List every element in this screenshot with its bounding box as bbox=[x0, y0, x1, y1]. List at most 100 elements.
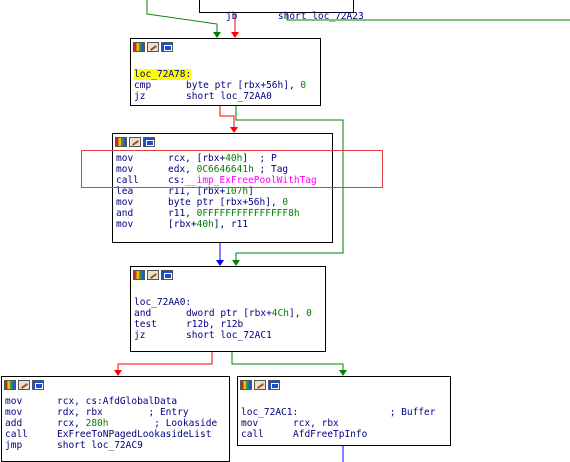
immediate: 0C6646641h bbox=[196, 164, 254, 175]
instruction-row[interactable]: mov [rbx+40h], r11 bbox=[116, 219, 248, 230]
mnemonic: mov bbox=[116, 197, 134, 208]
edge-d-f-green bbox=[231, 352, 344, 374]
instruction-row[interactable]: jz short loc_72AC1 bbox=[134, 330, 272, 341]
arrowhead-red bbox=[231, 32, 239, 38]
immediate: 4Ch bbox=[271, 308, 289, 319]
edit-node-icon[interactable] bbox=[18, 380, 30, 390]
immediate: 0 bbox=[306, 308, 312, 319]
xref-icon[interactable] bbox=[32, 380, 44, 390]
api-call-name[interactable]: __imp_ExFreePoolWithTag bbox=[185, 175, 317, 186]
label-row[interactable]: loc_72AC1: ; Buffer bbox=[241, 407, 435, 418]
operand: ], r11 bbox=[213, 219, 249, 230]
instruction-row[interactable]: jmp short loc_72AC9 bbox=[5, 440, 143, 451]
immediate: 0 bbox=[300, 80, 307, 91]
operand: cs: bbox=[168, 175, 186, 186]
mnemonic: and bbox=[116, 208, 134, 219]
operand: ] bbox=[248, 186, 254, 197]
operand: rcx, [rbx+ bbox=[168, 153, 226, 164]
graph-color-icon[interactable] bbox=[4, 380, 16, 390]
operand: [rbx+ bbox=[168, 219, 197, 230]
immediate: 40h bbox=[225, 153, 243, 164]
graph-color-icon[interactable] bbox=[133, 42, 145, 52]
xref-icon[interactable] bbox=[161, 270, 173, 280]
operand: byte ptr [rbx+56h], bbox=[186, 80, 301, 91]
mnemonic: call bbox=[5, 429, 28, 440]
operand: rcx, bbox=[57, 418, 86, 429]
mnemonic: add bbox=[5, 418, 23, 429]
label-loc-72ac1[interactable]: loc_72AC1: bbox=[241, 407, 299, 418]
arrowhead-green bbox=[339, 370, 347, 376]
immediate: 280h bbox=[85, 418, 109, 429]
xref-icon[interactable] bbox=[268, 380, 280, 390]
selection-highlight-box bbox=[81, 150, 383, 188]
graph-color-icon[interactable] bbox=[115, 137, 127, 147]
node-header-icons bbox=[115, 137, 155, 148]
mnemonic: jz bbox=[134, 91, 146, 102]
comment: ; Entry bbox=[102, 407, 189, 418]
mnemonic: test bbox=[134, 319, 157, 330]
mnemonic: jz bbox=[134, 330, 146, 341]
xref-icon[interactable] bbox=[161, 42, 173, 52]
comment: ; Tag bbox=[253, 164, 289, 175]
mnemonic: and bbox=[134, 308, 152, 319]
instruction-row[interactable]: cmp byte ptr [rbx+56h], 0 bbox=[134, 80, 306, 91]
immediate: 0FFFFFFFFFFFFFFF8h bbox=[196, 208, 300, 219]
mnemonic: mov bbox=[241, 418, 259, 429]
operand: dword ptr [rbx+ bbox=[186, 308, 272, 319]
operand: short loc_72AC1 bbox=[186, 330, 272, 341]
node-header-icons bbox=[240, 380, 280, 391]
instruction-row[interactable]: call cs:__imp_ExFreePoolWithTag bbox=[116, 175, 317, 186]
operand: ] bbox=[242, 153, 249, 164]
edit-node-icon[interactable] bbox=[129, 137, 141, 147]
edit-node-icon[interactable] bbox=[147, 270, 159, 280]
mnemonic: call bbox=[116, 175, 139, 186]
edit-node-icon[interactable] bbox=[254, 380, 266, 390]
operand: rcx, cs:AfdGlobalData bbox=[57, 396, 178, 407]
edge-d-e-red bbox=[117, 352, 213, 374]
arrowhead-blue bbox=[216, 260, 224, 266]
instruction-row[interactable]: call AfdFreeTpInfo bbox=[241, 429, 367, 440]
node-header-icons bbox=[4, 380, 44, 391]
operand: short loc_72AC9 bbox=[57, 440, 143, 451]
xref-icon[interactable] bbox=[143, 137, 155, 147]
edit-node-icon[interactable] bbox=[147, 42, 159, 52]
arrowhead-red bbox=[230, 127, 238, 133]
mnemonic: mov bbox=[5, 407, 23, 418]
operand: AfdFreeTpInfo bbox=[293, 429, 368, 440]
immediate: 40h bbox=[196, 219, 214, 230]
mnemonic: jmp bbox=[5, 440, 23, 451]
comment: ; Buffer bbox=[298, 407, 436, 418]
graph-color-icon[interactable] bbox=[240, 380, 252, 390]
node-header-icons bbox=[133, 42, 173, 53]
label-loc-72a78[interactable]: loc_72A78: bbox=[134, 69, 192, 80]
mnemonic: cmp bbox=[134, 80, 152, 91]
mnemonic: call bbox=[241, 429, 264, 440]
mnemonic: jb bbox=[225, 11, 238, 22]
graph-color-icon[interactable] bbox=[133, 270, 145, 280]
label-row[interactable]: loc_72A78: bbox=[134, 69, 192, 80]
label-row[interactable]: loc_72AA0: bbox=[134, 297, 191, 308]
mnemonic: mov bbox=[116, 164, 134, 175]
label-loc-72aa0[interactable]: loc_72AA0: bbox=[134, 297, 192, 308]
mnemonic: mov bbox=[116, 219, 134, 230]
